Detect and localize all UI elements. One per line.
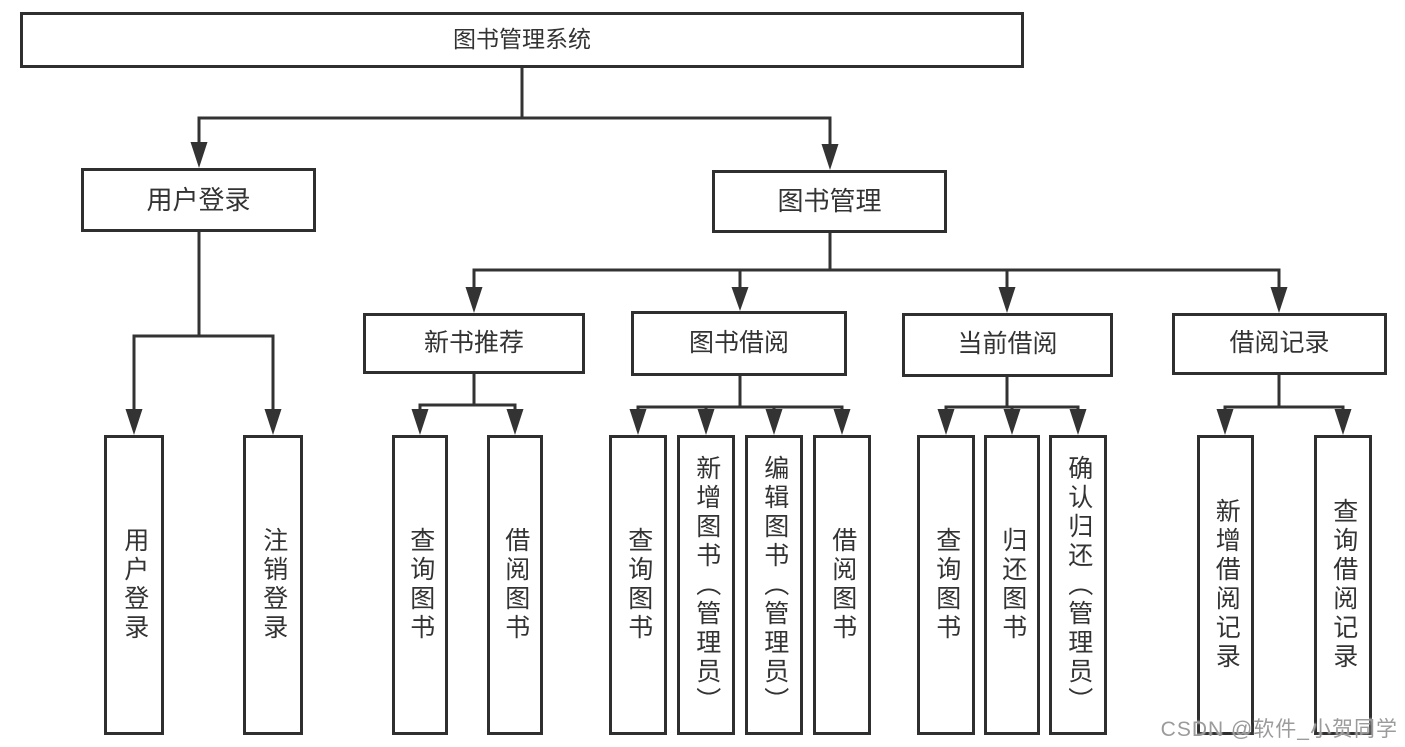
leaf-edit-book-admin: 编辑图书（管理员） — [745, 435, 803, 735]
leaf-query-books-current: 查询图书 — [917, 435, 975, 735]
node-library-management-system: 图书管理系统 — [20, 12, 1024, 68]
leaf-query-books-borrow: 查询图书 — [609, 435, 667, 735]
connector-book-borrow-children — [629, 376, 851, 435]
leaf-add-book-admin: 新增图书（管理员） — [677, 435, 735, 735]
node-book-borrow: 图书借阅 — [631, 311, 847, 376]
leaf-return-book: 归还图书 — [984, 435, 1040, 735]
connector-current-borrow-children — [937, 377, 1087, 435]
connector-book-management-children — [465, 233, 1288, 313]
connector-new-book-children — [411, 374, 524, 435]
node-book-management: 图书管理 — [712, 170, 947, 233]
connector-user-login-children — [125, 232, 282, 435]
leaf-borrow-books: 借阅图书 — [813, 435, 871, 735]
connector-root-to-level2 — [190, 67, 839, 170]
node-current-borrow: 当前借阅 — [902, 313, 1113, 377]
leaf-add-borrow-record: 新增借阅记录 — [1197, 435, 1254, 735]
leaf-logout: 注销登录 — [243, 435, 303, 735]
leaf-query-borrow-record: 查询借阅记录 — [1314, 435, 1372, 735]
leaf-confirm-return-admin: 确认归还（管理员） — [1049, 435, 1107, 735]
node-new-book-recommend: 新书推荐 — [363, 313, 585, 374]
csdn-watermark: CSDN @软件_小贺同学 — [1160, 718, 1398, 741]
connector-borrow-record-children — [1216, 375, 1352, 435]
node-user-login: 用户登录 — [81, 168, 316, 232]
node-borrow-records: 借阅记录 — [1172, 313, 1387, 375]
leaf-borrow-books-recommend: 借阅图书 — [487, 435, 543, 735]
leaf-user-login: 用户登录 — [104, 435, 164, 735]
leaf-query-books-recommend: 查询图书 — [392, 435, 448, 735]
